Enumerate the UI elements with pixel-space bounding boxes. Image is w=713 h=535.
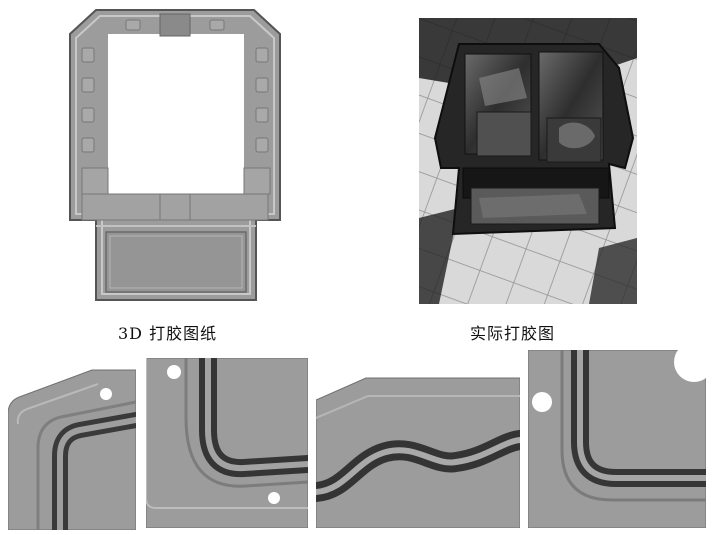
detail-corner-1: [8, 364, 136, 530]
caption-actual-photo: 实际打胶图: [470, 324, 556, 343]
tray-outline-drawing: [69, 9, 281, 301]
drawing-3d-panel: [66, 8, 284, 304]
detail-corner-3: [316, 370, 520, 528]
tray-opening: [108, 34, 244, 194]
caption-3d-drawing: 3D 打胶图纸: [118, 324, 218, 343]
detail-corner-4: [528, 350, 706, 528]
lower-tray-section: [105, 231, 247, 293]
actual-tray-photo: [419, 18, 637, 304]
actual-photo-panel: [419, 18, 637, 304]
detail-corner-2: [146, 358, 308, 528]
